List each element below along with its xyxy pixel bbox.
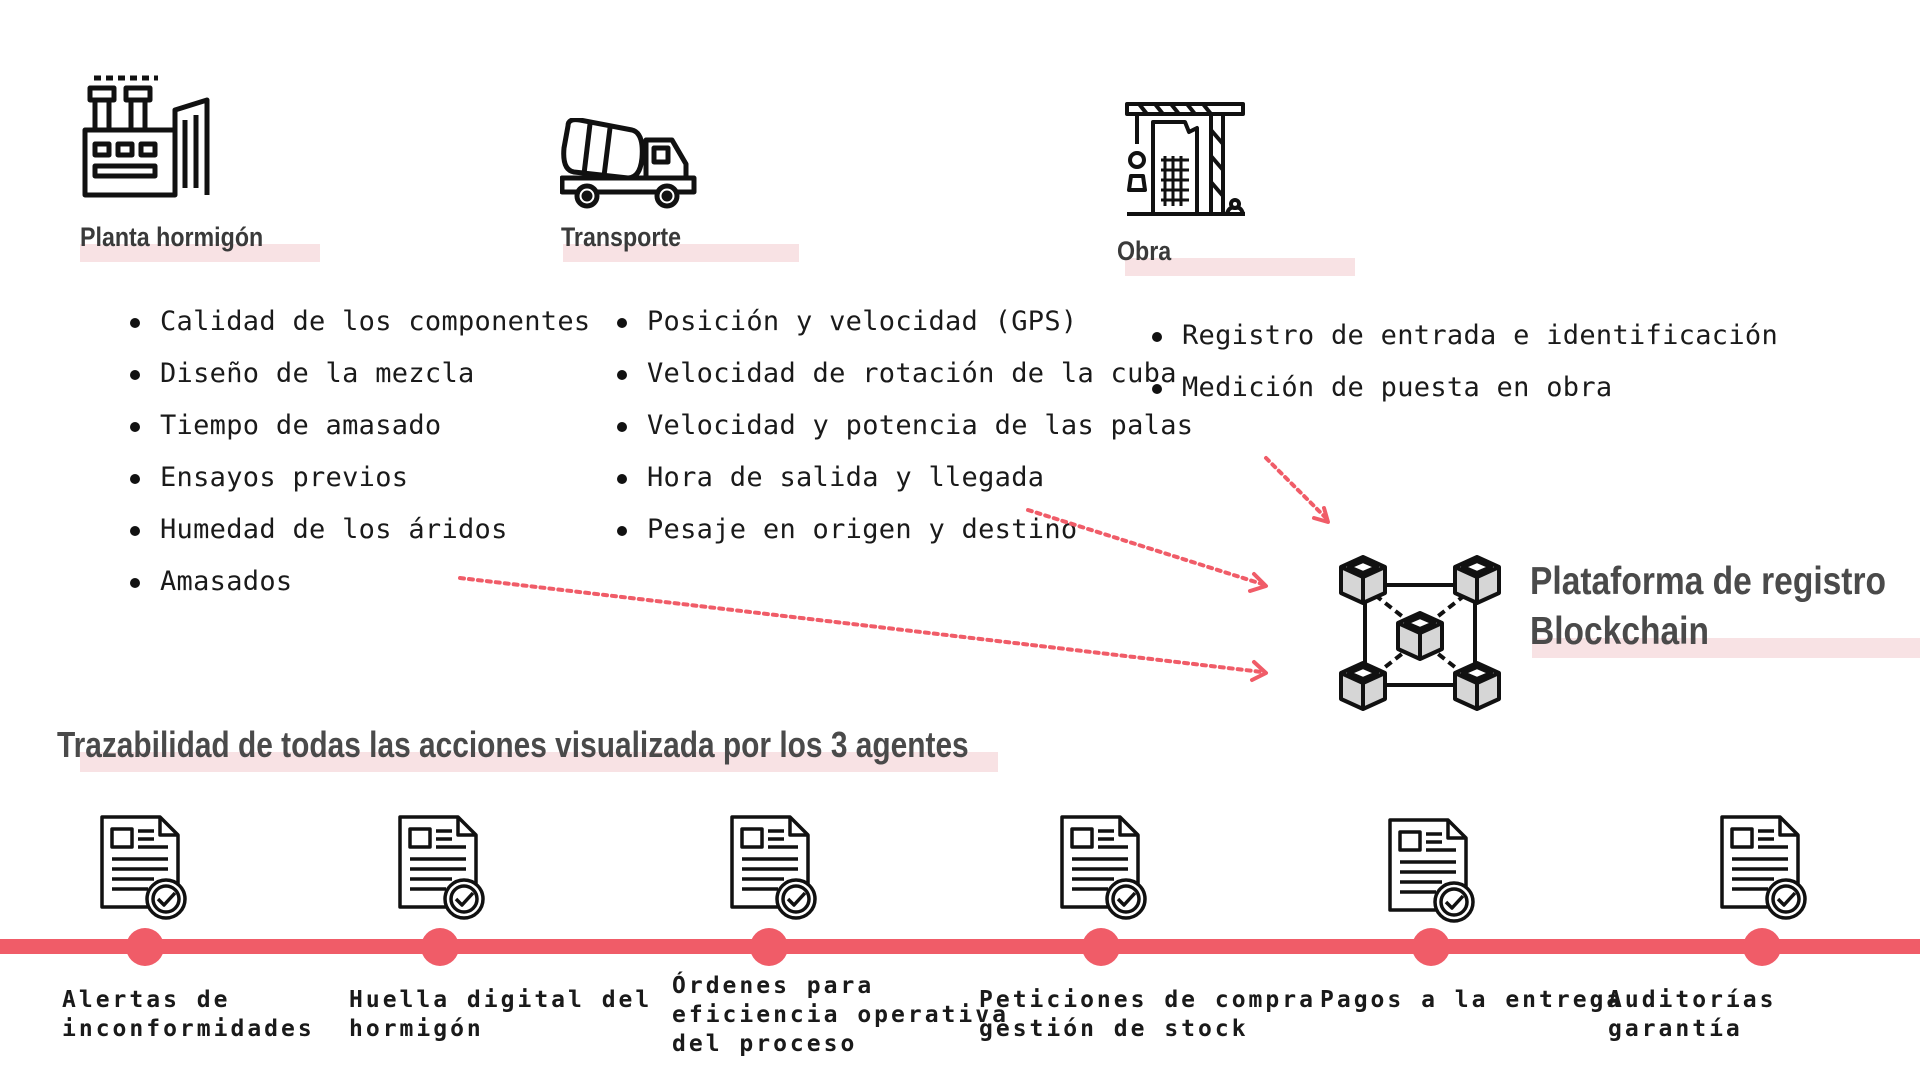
milestone-label: Huella digital del hormigón xyxy=(349,987,653,1042)
list-item: Velocidad de rotación de la cuba xyxy=(617,348,1193,400)
list-item: Velocidad y potencia de las palas xyxy=(617,400,1193,452)
arrow-obra-to-blockchain xyxy=(1264,456,1328,520)
timeline-bar xyxy=(0,939,1920,954)
traceability-title: Trazabilidad de todas las acciones visua… xyxy=(57,724,969,765)
factory-icon xyxy=(80,70,215,200)
verified-document-icon xyxy=(98,815,190,921)
agent-heading-planta: Planta hormigón xyxy=(80,222,264,252)
transporte-list: Posición y velocidad (GPS) Velocidad de … xyxy=(617,296,1193,556)
list-item: Diseño de la mezcla xyxy=(130,348,590,400)
timeline-dot xyxy=(1743,928,1781,966)
milestone-label: Alertas de inconformidades xyxy=(62,987,315,1042)
list-item: Posición y velocidad (GPS) xyxy=(617,296,1193,348)
list-item: Calidad de los componentes xyxy=(130,296,590,348)
arrow-planta-to-blockchain xyxy=(458,576,1264,674)
timeline-dot xyxy=(1082,928,1120,966)
blockchain-title-line1: Plataforma de registro xyxy=(1530,560,1887,603)
planta-list: Calidad de los componentes Diseño de la … xyxy=(130,296,590,608)
milestone-label: Pagos a la entrega xyxy=(1320,987,1624,1013)
milestone-label: Auditorías garantía xyxy=(1608,987,1777,1042)
verified-document-icon xyxy=(728,815,820,921)
timeline-dot xyxy=(126,928,164,966)
construction-crane-icon xyxy=(1125,100,1247,218)
arrowhead-transporte xyxy=(1248,572,1268,593)
verified-document-icon xyxy=(1718,815,1810,921)
arrow-transporte-to-blockchain xyxy=(1026,508,1264,586)
list-item: Amasados xyxy=(130,556,590,608)
flow-arrows xyxy=(458,456,1330,682)
list-item: Tiempo de amasado xyxy=(130,400,590,452)
timeline-dot xyxy=(750,928,788,966)
arrowhead-obra xyxy=(1312,506,1330,524)
obra-list: Registro de entrada e identificación Med… xyxy=(1152,310,1778,414)
milestone-label: Órdenes para eficiencia operativa del pr… xyxy=(672,973,1009,1057)
blockchain-title: Plataforma de registro Blockchain xyxy=(1530,557,1886,657)
block-cube xyxy=(1339,555,1387,605)
verified-document-icon xyxy=(1386,818,1478,924)
list-item: Registro de entrada e identificación xyxy=(1152,310,1778,362)
verified-document-icon xyxy=(396,815,488,921)
list-item: Hora de salida y llegada xyxy=(617,452,1193,504)
timeline-dot xyxy=(1412,928,1450,966)
list-item: Pesaje en origen y destino xyxy=(617,504,1193,556)
verified-document-icon xyxy=(1058,815,1150,921)
arrowhead-planta xyxy=(1250,660,1268,682)
blockchain-title-line2: Blockchain xyxy=(1530,610,1709,653)
timeline-dot xyxy=(421,928,459,966)
list-item: Medición de puesta en obra xyxy=(1152,362,1778,414)
agent-heading-obra: Obra xyxy=(1117,236,1172,266)
list-item: Humedad de los áridos xyxy=(130,504,590,556)
list-item: Ensayos previos xyxy=(130,452,590,504)
blockchain-network-icon xyxy=(1335,555,1505,715)
agent-heading-transporte: Transporte xyxy=(561,222,682,252)
milestone-label: Peticiones de compra gestión de stock xyxy=(979,987,1316,1042)
concrete-mixer-truck-icon xyxy=(560,118,700,210)
